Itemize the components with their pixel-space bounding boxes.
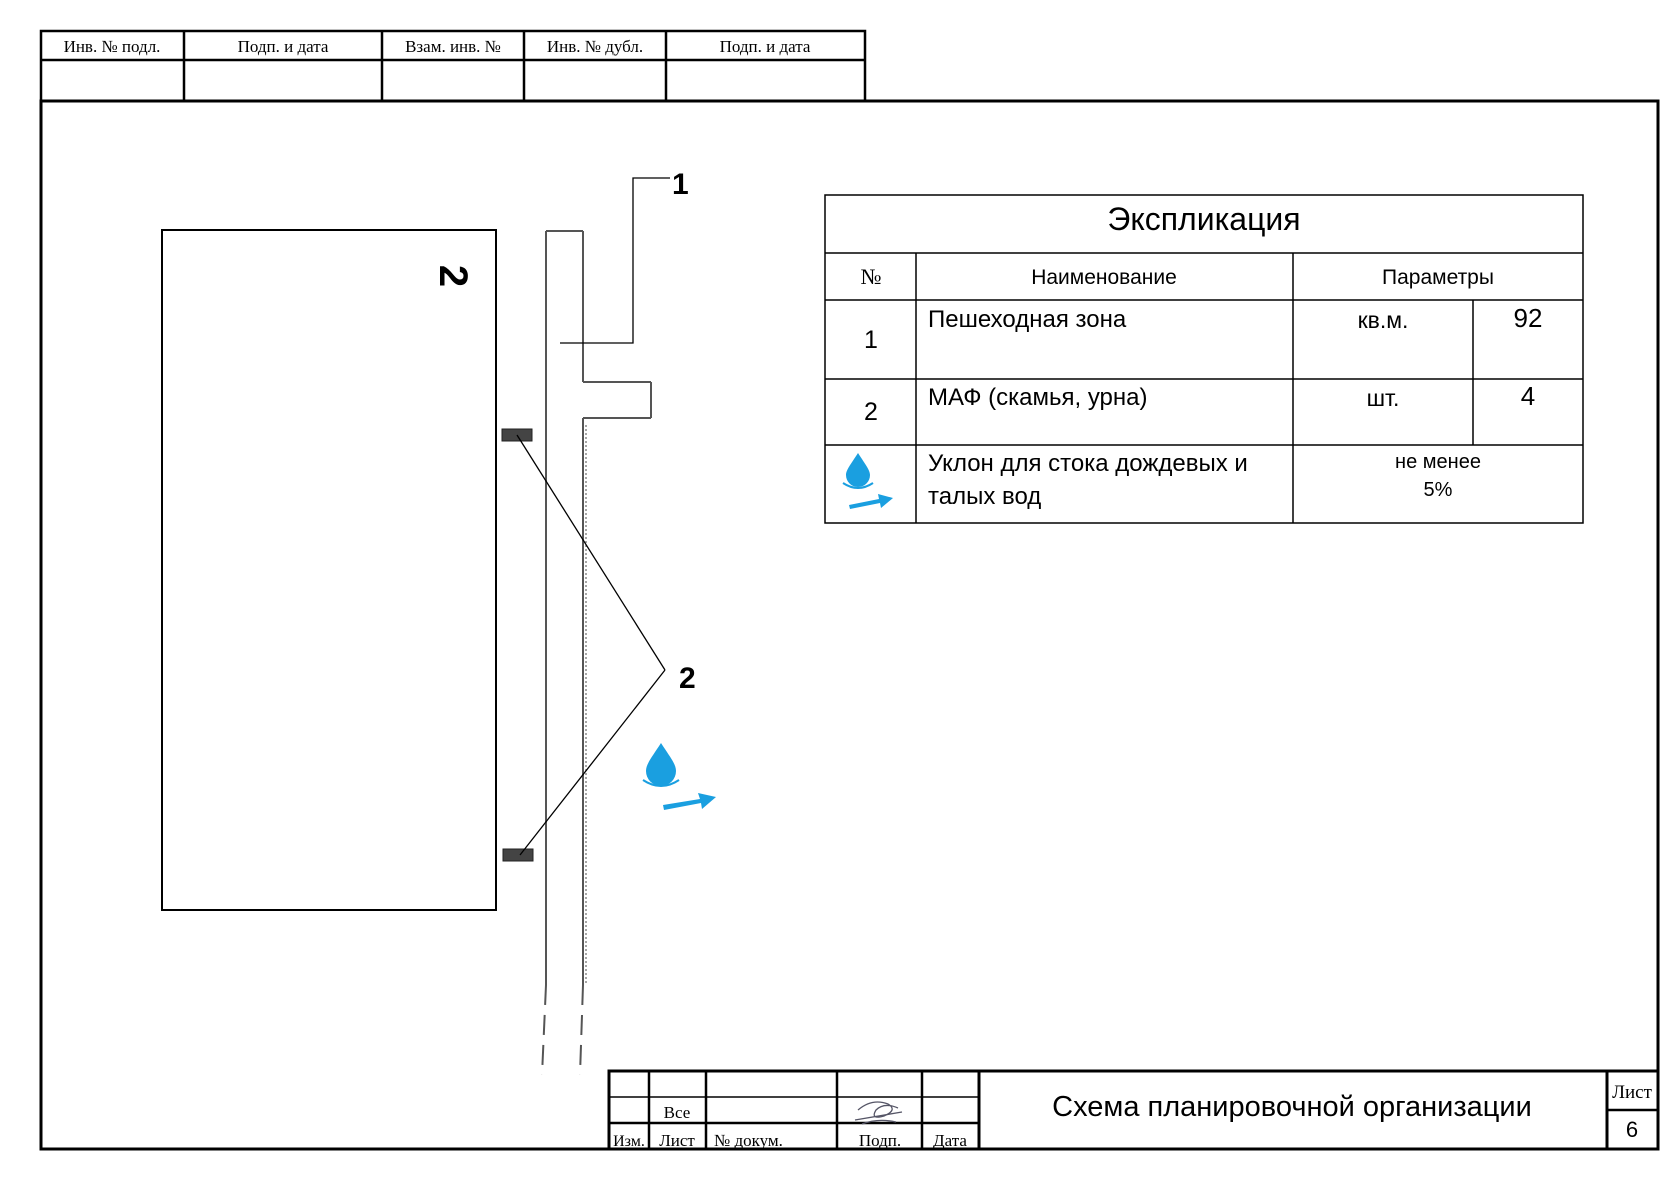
explication-slope-param-line2: 5%	[1424, 479, 1453, 501]
title-block-doc: № докум.	[714, 1131, 783, 1150]
callout-number-1: 1	[672, 168, 689, 201]
explication-row-1-no: 1	[864, 326, 878, 354]
title-block-vse: Все	[664, 1103, 691, 1122]
drawing-title: Схема планировочной организации	[1052, 1091, 1532, 1123]
title-block-list: Лист	[659, 1131, 695, 1150]
explication-slope-name-line2: талых вод	[928, 483, 1041, 510]
title-block-podp: Подп.	[859, 1131, 901, 1150]
title-block-date: Дата	[933, 1131, 967, 1150]
building-outline: 2	[161, 229, 497, 911]
explication-header-params: Параметры	[1382, 266, 1494, 289]
explication-row-2-value: 4	[1521, 381, 1535, 411]
explication-header-name: Наименование	[1031, 266, 1177, 289]
title-block: Все Изм. Лист № докум. Подп. Дата Схема …	[607, 1069, 1660, 1151]
sheet-frame	[39, 99, 1660, 1151]
building-number-label: 2	[431, 265, 475, 287]
stamp-header-inv-podl: Инв. № подл.	[64, 37, 161, 56]
explication-row-1-unit: кв.м.	[1358, 307, 1409, 333]
maf-bench-bottom	[502, 848, 534, 862]
explication-slope-param-line1: не менее	[1395, 451, 1481, 473]
explication-row-1-value: 92	[1514, 303, 1543, 333]
stamp-header-inv-dubl: Инв. № дубл.	[547, 37, 643, 56]
slope-water-icon	[842, 453, 893, 509]
explication-slope-name-line1: Уклон для стока дождевых и	[928, 450, 1248, 477]
explication-row-2-unit: шт.	[1367, 385, 1400, 411]
explication-row-2-no: 2	[864, 398, 878, 426]
explication-row-2-name: МАФ (скамья, урна)	[928, 384, 1148, 411]
stamp-header-podp-data: Подп. и дата	[238, 37, 329, 56]
water-drop-arrow-icon	[642, 743, 716, 810]
title-block-izm: Изм.	[613, 1133, 645, 1150]
inventory-stamp: Инв. № подл. Подп. и дата Взам. инв. № И…	[39, 29, 867, 103]
stamp-header-podp-data-2: Подп. и дата	[720, 37, 811, 56]
explication-table: Экспликация № Наименование Параметры 1 П…	[824, 194, 1584, 524]
callout-path-leader	[560, 177, 670, 344]
explication-row-1-name: Пешеходная зона	[928, 306, 1127, 333]
pedestrian-path	[541, 230, 652, 1076]
explication-header-no: №	[861, 264, 882, 289]
sheet-number: 6	[1626, 1117, 1638, 1142]
signature-mark	[854, 1101, 903, 1125]
callout-maf-leader	[516, 434, 666, 856]
sheet-label: Лист	[1612, 1082, 1652, 1103]
explication-title: Экспликация	[1107, 201, 1300, 237]
callout-number-2: 2	[679, 662, 696, 695]
stamp-header-vzam-inv: Взам. инв. №	[405, 37, 501, 56]
